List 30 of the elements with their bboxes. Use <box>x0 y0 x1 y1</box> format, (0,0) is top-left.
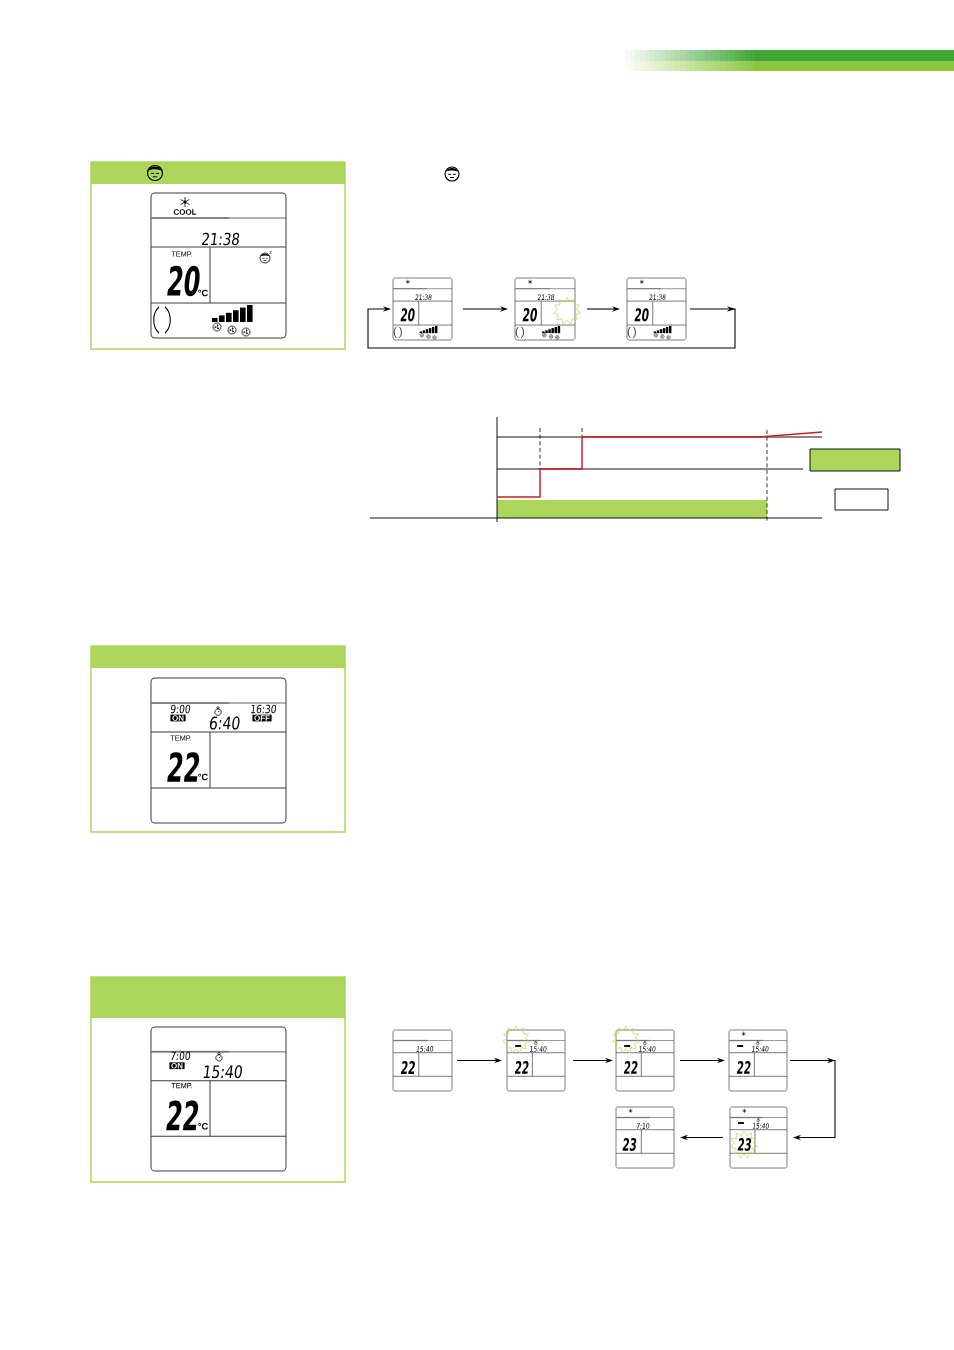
mode-label: COOL <box>173 209 197 215</box>
temperature-digits: 20 <box>522 308 538 322</box>
temperature-digits: 20 <box>400 308 415 322</box>
arrow <box>789 1057 836 1141</box>
unit-label: °C <box>198 1123 208 1130</box>
timer-digits: 7:00 <box>171 1051 191 1061</box>
panel <box>90 976 346 1183</box>
temperature-digits: 20 <box>167 265 200 297</box>
timer-badge: ON <box>169 1062 185 1070</box>
temperature-digits: 20 <box>634 308 649 322</box>
timer-digits: 16:30 <box>251 704 277 714</box>
unit-label: °C <box>198 289 208 297</box>
temperature-digits: 22 <box>400 1061 415 1074</box>
temperature-digits: 23 <box>622 1137 637 1151</box>
clock-digits: 21:38 <box>201 232 240 246</box>
clock-digits: 15:40 <box>203 1065 242 1079</box>
timer-badge: ON <box>170 714 186 722</box>
temperature-digits: 22 <box>514 1061 529 1074</box>
panel <box>90 645 346 833</box>
unit-label: °C <box>198 773 208 781</box>
arrow <box>367 306 736 349</box>
timer-digits: 9:00 <box>170 704 191 714</box>
temperature-digits: 22 <box>623 1061 638 1074</box>
temperature-digits: 23 <box>737 1138 752 1151</box>
timer-badge: OFF <box>252 714 272 722</box>
temperature-digits: 22 <box>167 752 200 782</box>
temperature-digits: 22 <box>166 1100 199 1131</box>
clock-digits: 6:40 <box>210 716 240 730</box>
temperature-digits: 22 <box>736 1061 751 1074</box>
panel <box>90 161 346 350</box>
